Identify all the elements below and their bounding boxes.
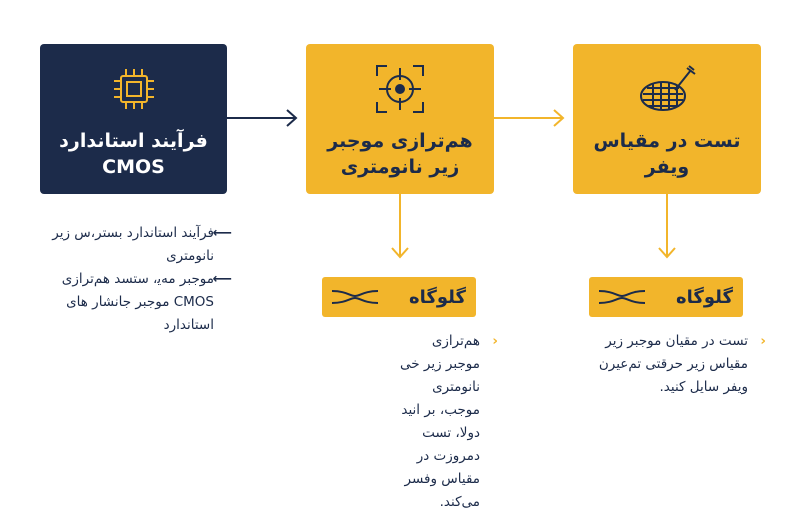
wafer-probe-icon [636,58,698,120]
list-item: ⟵ موجبر ﻣﻪﯾ، ستسد هم‌ترازی CMOS موجبر جا… [40,268,232,337]
bottleneck-badge-wafer: گلوگاه [589,277,743,317]
cmos-process-box: فرآیند استاندارد CMOS [40,44,227,194]
chevron-left-icon: ‹ [760,333,766,349]
list-item-text: تست در مقیان موجبر زیر مقیاس زیر حرقتی ت… [598,333,748,395]
bottleneck-label: گلوگاه [409,286,466,308]
constriction-icon [599,290,645,304]
flow-arrow-down-2 [658,194,676,259]
wafer-scale-test-title: تست در مقیاس ویفر [593,130,741,178]
constriction-icon [332,290,378,304]
alignment-description: ‹ هم‌ترازی موجبر زیر خی نانومتری موجب، ب… [398,330,498,514]
flow-arrow-right-1 [227,109,298,127]
wafer-scale-test-box: تست در مقیاس ویفر [573,44,761,194]
chip-icon [103,58,165,120]
list-item-text: هم‌ترازی موجبر زیر خی نانومتری موجب، بر … [400,333,480,510]
cmos-process-title: فرآیند استاندارد CMOS [59,130,208,178]
waveguide-alignment-box: هم‌ترازی موجبر زیر نانومتری [306,44,494,194]
bottleneck-badge-alignment: گلوگاه [322,277,476,317]
chevron-left-icon: ‹ [492,333,498,349]
list-item: ⟵ فرآیند استاندارد بستر،س زیر نانومتری [40,222,232,268]
list-item-text: موجبر ﻣﻪﯾ، ستسد هم‌ترازی CMOS موجبر جانش… [61,271,214,333]
bottleneck-label: گلوگاه [676,286,733,308]
cmos-description: ⟵ فرآیند استاندارد بستر،س زیر نانومتری ⟵… [40,222,232,337]
list-item-text: فرآیند استاندارد بستر،س زیر نانومتری [52,225,214,264]
wafer-description: ‹ تست در مقیان موجبر زیر مقیاس زیر حرقتی… [596,330,766,399]
bullet-arrow-icon: ⟵ [212,271,232,287]
crosshair-icon [369,58,431,120]
list-item: ‹ هم‌ترازی موجبر زیر خی نانومتری موجب، ب… [398,330,498,514]
bullet-arrow-icon: ⟵ [212,225,232,241]
flow-arrow-right-2 [494,109,565,127]
flow-arrow-down-1 [391,194,409,259]
waveguide-alignment-title: هم‌ترازی موجبر زیر نانومتری [327,130,473,178]
list-item: ‹ تست در مقیان موجبر زیر مقیاس زیر حرقتی… [596,330,766,399]
